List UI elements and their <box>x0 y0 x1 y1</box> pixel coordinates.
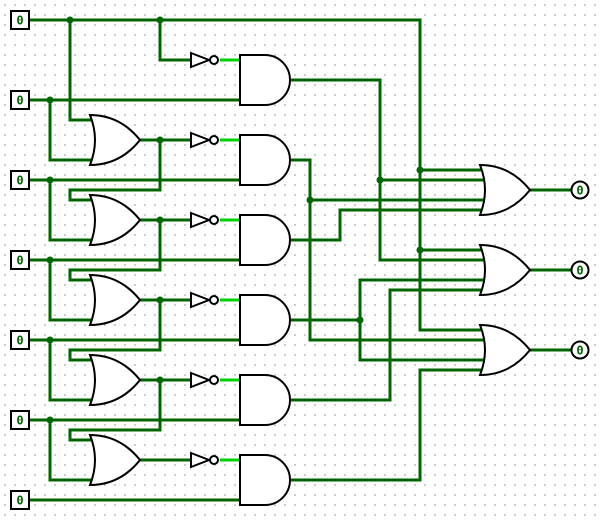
junction-dot <box>46 176 54 184</box>
not-gate-3[interactable] <box>190 291 219 309</box>
or-gate-4[interactable] <box>88 353 142 407</box>
input-pin-2[interactable]: 0 <box>10 170 30 190</box>
input-pin-value: 0 <box>16 174 23 188</box>
input-pin-3[interactable]: 0 <box>10 250 30 270</box>
input-pin-value: 0 <box>16 494 23 508</box>
wire-or2-chain <box>68 218 162 282</box>
wire-in0-to-not0 <box>158 18 192 62</box>
output-or-gate-2[interactable] <box>478 323 532 377</box>
or-gate-1[interactable] <box>88 113 142 167</box>
output-pin-value: 0 <box>576 344 583 358</box>
not-gate-2[interactable] <box>190 211 219 229</box>
wire-in0-bus <box>28 18 482 332</box>
and-gate-0[interactable] <box>239 54 291 106</box>
output-or-gate-0[interactable] <box>478 163 532 217</box>
not-gate-0[interactable] <box>190 51 219 69</box>
wire-and3-out <box>288 278 486 322</box>
junction-dot <box>156 136 164 144</box>
junction-dot <box>156 296 164 304</box>
and-gate-4[interactable] <box>239 374 291 426</box>
junction-dot <box>66 16 74 24</box>
junctions <box>46 16 424 424</box>
wire-and1-out <box>288 158 486 342</box>
wire-or3-chain <box>68 298 162 362</box>
output-pin-2: 0 <box>570 340 590 360</box>
input-pin-0[interactable]: 0 <box>10 10 30 30</box>
input-pin-6[interactable]: 0 <box>10 490 30 510</box>
and-gate-2[interactable] <box>239 214 291 266</box>
input-pin-value: 0 <box>16 414 23 428</box>
junction-dot <box>46 256 54 264</box>
junction-dot <box>376 176 384 184</box>
and-gate-3[interactable] <box>239 294 291 346</box>
and-gate-5[interactable] <box>239 454 291 506</box>
junction-dot <box>46 96 54 104</box>
junction-dot <box>416 246 424 254</box>
input-pin-value: 0 <box>16 14 23 28</box>
wire-in4-to-or4 <box>48 338 94 402</box>
output-pin-value: 0 <box>576 184 583 198</box>
input-pin-5[interactable]: 0 <box>10 410 30 430</box>
output-or-gate-1[interactable] <box>478 243 532 297</box>
wire-in3-to-or3 <box>48 258 94 322</box>
wire-and3-to-or-c <box>358 318 486 362</box>
wire-in1-to-or1 <box>48 98 94 162</box>
output-or-gates <box>478 163 532 377</box>
junction-dot <box>46 416 54 424</box>
output-pins: 0 0 0 <box>570 180 590 360</box>
junction-dot <box>156 16 164 24</box>
wire-and0-out <box>288 78 486 262</box>
wire-and2-out <box>288 208 486 242</box>
junction-dot <box>416 166 424 174</box>
input-pins: 0 0 0 0 0 0 0 <box>10 10 30 510</box>
not-gates <box>190 51 219 469</box>
wire-or1-chain <box>68 138 162 202</box>
input-pin-value: 0 <box>16 334 23 348</box>
junction-dot <box>356 316 364 324</box>
wire-and5-out <box>288 368 486 482</box>
input-pin-value: 0 <box>16 94 23 108</box>
and-gate-1[interactable] <box>239 134 291 186</box>
or-gate-5[interactable] <box>88 433 142 487</box>
wire-or4-chain <box>68 378 162 442</box>
or-chain-gates <box>88 113 142 487</box>
junction-dot <box>306 196 314 204</box>
or-gate-2[interactable] <box>88 193 142 247</box>
input-pin-4[interactable]: 0 <box>10 330 30 350</box>
output-pin-0: 0 <box>570 180 590 200</box>
junction-dot <box>46 336 54 344</box>
not-gate-1[interactable] <box>190 131 219 149</box>
output-pin-1: 0 <box>570 260 590 280</box>
input-pin-1[interactable]: 0 <box>10 90 30 110</box>
wire-in2-to-or2 <box>48 178 94 242</box>
and-gates <box>239 54 291 506</box>
wire-in5-to-or5 <box>48 418 94 482</box>
wire-in0-to-or1 <box>68 18 94 122</box>
output-pin-value: 0 <box>576 264 583 278</box>
wire-and4-out <box>288 288 486 402</box>
junction-dot <box>156 216 164 224</box>
not-gate-5[interactable] <box>190 451 219 469</box>
not-gate-4[interactable] <box>190 371 219 389</box>
junction-dot <box>156 376 164 384</box>
wires <box>28 18 574 502</box>
input-pin-value: 0 <box>16 254 23 268</box>
or-gate-3[interactable] <box>88 273 142 327</box>
